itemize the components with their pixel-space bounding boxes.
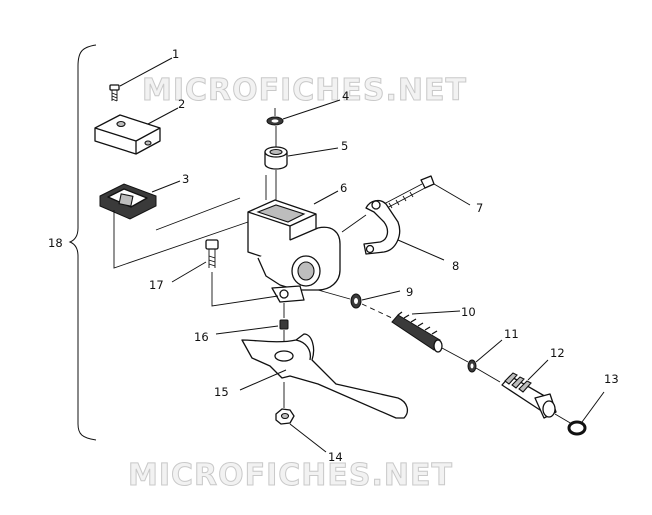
callout-6: 6 xyxy=(340,181,347,195)
callout-1: 1 xyxy=(172,47,179,61)
leader-5 xyxy=(287,147,339,157)
assembly-bracket xyxy=(68,44,97,441)
callout-10: 10 xyxy=(461,305,476,319)
leader-9 xyxy=(361,290,401,301)
part-16-bushing xyxy=(279,319,289,330)
callout-9: 9 xyxy=(406,285,413,299)
callout-2: 2 xyxy=(178,97,185,111)
leader-16 xyxy=(215,325,279,335)
part-12-piston xyxy=(501,372,557,419)
callout-4: 4 xyxy=(342,89,349,103)
leader-11 xyxy=(475,339,503,363)
part-8-clamp xyxy=(363,199,401,255)
assembly-line-17 xyxy=(211,272,279,307)
leader-17 xyxy=(171,261,207,283)
part-5-bushing xyxy=(264,146,288,170)
callout-16: 16 xyxy=(194,330,209,344)
part-11-washer xyxy=(467,359,477,373)
callout-14: 14 xyxy=(328,450,343,464)
part-17-bolt xyxy=(205,239,219,268)
watermark-top: MICROFICHES.NET xyxy=(142,73,467,108)
assembly-line-mid xyxy=(155,197,241,231)
callout-13: 13 xyxy=(604,372,619,386)
part-9-washer xyxy=(350,293,362,309)
leader-12 xyxy=(527,359,549,381)
callout-15: 15 xyxy=(214,385,229,399)
callout-7: 7 xyxy=(476,201,483,215)
callout-17: 17 xyxy=(149,278,164,292)
leader-7 xyxy=(433,183,471,206)
leader-15 xyxy=(239,369,287,391)
part-1-screw xyxy=(109,84,120,102)
assembly-line-left xyxy=(113,210,249,269)
leader-3 xyxy=(151,180,181,193)
leader-14 xyxy=(289,423,327,453)
callout-3: 3 xyxy=(182,172,189,186)
leader-4 xyxy=(282,99,341,120)
callout-8: 8 xyxy=(452,259,459,273)
leader-8 xyxy=(397,239,445,261)
leader-1 xyxy=(119,57,173,87)
part-2-reservoir-cover xyxy=(94,114,161,155)
callout-5: 5 xyxy=(341,139,348,153)
leader-6 xyxy=(313,190,339,205)
callout-12: 12 xyxy=(550,346,565,360)
part-14-nut xyxy=(275,382,295,425)
part-7-clamp-bolt xyxy=(381,175,435,210)
part-10-boot xyxy=(361,303,443,353)
leader-2 xyxy=(147,107,179,125)
part-13-o-ring xyxy=(567,420,587,436)
leader-13 xyxy=(581,391,605,423)
part-3-diaphragm xyxy=(99,183,157,220)
part-4-washer xyxy=(266,116,284,126)
watermark-bottom: MICROFICHES.NET xyxy=(128,458,453,493)
part-15-brake-lever xyxy=(241,333,409,419)
leader-10 xyxy=(411,310,461,315)
callout-18: 18 xyxy=(48,236,63,250)
part-6-master-cylinder xyxy=(247,170,341,303)
callout-11: 11 xyxy=(504,327,519,341)
